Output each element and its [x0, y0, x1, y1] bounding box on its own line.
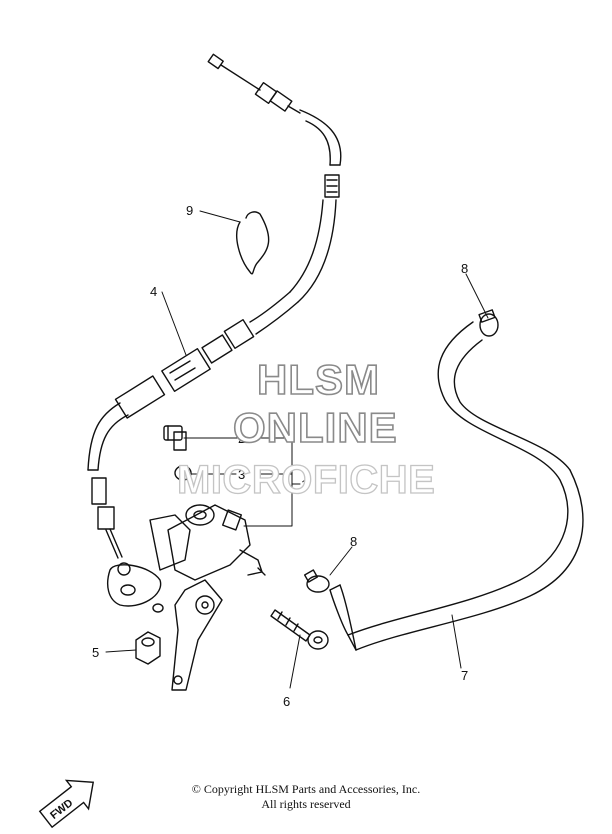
bolt-6 — [270, 609, 329, 650]
callout-6: 6 — [283, 694, 290, 709]
callout-3: 3 — [238, 467, 245, 482]
watermark-line-2: ONLINE — [232, 403, 398, 452]
callout-2: 2 — [238, 431, 245, 446]
bolt-2 — [163, 425, 187, 451]
callout-7: 7 — [461, 668, 468, 683]
hose-clip-lower — [303, 569, 330, 593]
washer-3 — [174, 465, 192, 481]
oil-hose — [329, 321, 584, 651]
leader-lines — [105, 210, 489, 689]
rights-notice: All rights reserved — [261, 797, 351, 811]
callout-8-upper: 8 — [461, 261, 468, 276]
oil-pump-cable — [87, 53, 342, 576]
watermark-line-1: HLSM — [256, 355, 380, 404]
nut-5 — [135, 631, 161, 665]
hose-clip-upper — [478, 309, 499, 337]
callout-9: 9 — [186, 203, 193, 218]
callout-5: 5 — [92, 645, 99, 660]
callout-4: 4 — [150, 284, 157, 299]
cable-clip — [236, 211, 270, 275]
watermark-line-3: MICROFICHE — [176, 457, 436, 502]
copyright-notice: © Copyright HLSM Parts and Accessories, … — [191, 782, 421, 796]
oil-pump — [107, 504, 266, 691]
callout-8-lower: 8 — [350, 534, 357, 549]
callout-1: 1 — [301, 477, 308, 492]
